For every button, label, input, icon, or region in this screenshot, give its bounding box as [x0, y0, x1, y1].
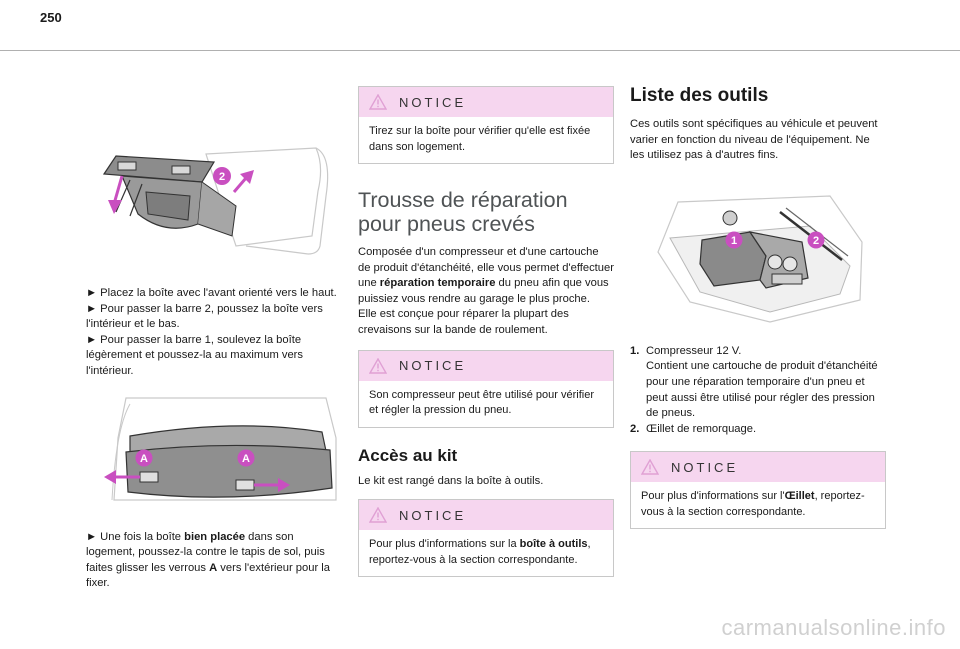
notice-header: NOTICE [359, 87, 613, 117]
steps-intro: ► Placez la boîte avec l'avant orienté v… [86, 286, 342, 380]
warning-triangle-icon [369, 507, 387, 523]
section-intro: Composée d'un compresseur et d'une carto… [358, 246, 614, 336]
notice-header: NOTICE [359, 350, 613, 381]
subsection-title: Accès au kit [358, 445, 458, 465]
subsection-text: Le kit est rangé dans la boîte à outils. [358, 474, 544, 487]
notice-title: NOTICE [399, 507, 467, 523]
notice-box-fixed: NOTICE Tirez sur la boîte pour vérifier … [358, 86, 614, 164]
notice-title: NOTICE [671, 459, 739, 475]
tools-title: Liste des outils [630, 85, 769, 106]
column-right: Liste des outils Ces outils sont spécifi… [630, 84, 886, 530]
step-1: ► Placez la boîte avec l'avant orienté v… [86, 287, 337, 299]
step-lock: ► Une fois la boîte bien placée dans son… [86, 530, 331, 590]
list-item: 2. Œillet de remorquage. [630, 422, 757, 435]
callout-2-label: 2 [813, 235, 819, 247]
tools-list: 1. Compresseur 12 V.Contient une cartouc… [630, 344, 886, 438]
notice-header: NOTICE [359, 500, 613, 531]
list-item: 1. Compresseur 12 V.Contient une cartouc… [630, 344, 878, 420]
step-2: ► Pour passer la barre 2, poussez la boî… [86, 302, 323, 331]
notice-text: Tirez sur la boîte pour vérifier qu'elle… [369, 125, 591, 153]
section-title: Trousse de réparation pour pneus crevés [358, 188, 568, 236]
header-rule [0, 50, 960, 51]
step-3: ► Pour passer la barre 1, soulevez la bo… [86, 333, 304, 377]
watermark: carmanualsonline.info [721, 615, 946, 640]
notice-title: NOTICE [399, 94, 467, 110]
callout-1-label: 1 [731, 235, 737, 247]
notice-text: Pour plus d'informations sur la boîte à … [369, 538, 591, 566]
column-left: 2 ► Placez la boîte avec l'avant orienté… [86, 60, 342, 592]
tools-intro: Ces outils sont spécifiques au véhicule … [630, 118, 878, 162]
page-number: 250 [40, 10, 62, 25]
callout-A-label-right: A [242, 453, 250, 465]
warning-triangle-icon [369, 94, 387, 110]
warning-triangle-icon [641, 459, 659, 476]
warning-triangle-icon [369, 357, 387, 374]
notice-towing-eye: NOTICE Pour plus d'informations sur l'Œi… [630, 451, 886, 530]
notice-toolbox: NOTICE Pour plus d'informations sur la b… [358, 499, 614, 578]
notice-compressor: NOTICE Son compresseur peut être utilisé… [358, 349, 614, 428]
box-insertion-figure: 2 [102, 147, 329, 255]
column-middle: NOTICE Tirez sur la boîte pour vérifier … [358, 86, 614, 578]
tools-figure: 1 2 [657, 195, 863, 323]
notice-text: Son compresseur peut être utilisé pour v… [369, 388, 594, 417]
callout-2-label: 2 [219, 171, 225, 183]
notice-text: Pour plus d'informations sur l'Œillet, r… [641, 490, 865, 518]
notice-title: NOTICE [399, 358, 467, 374]
callout-A-label-left: A [140, 453, 148, 465]
box-locks-figure: A A [104, 396, 337, 501]
notice-header: NOTICE [631, 452, 885, 483]
